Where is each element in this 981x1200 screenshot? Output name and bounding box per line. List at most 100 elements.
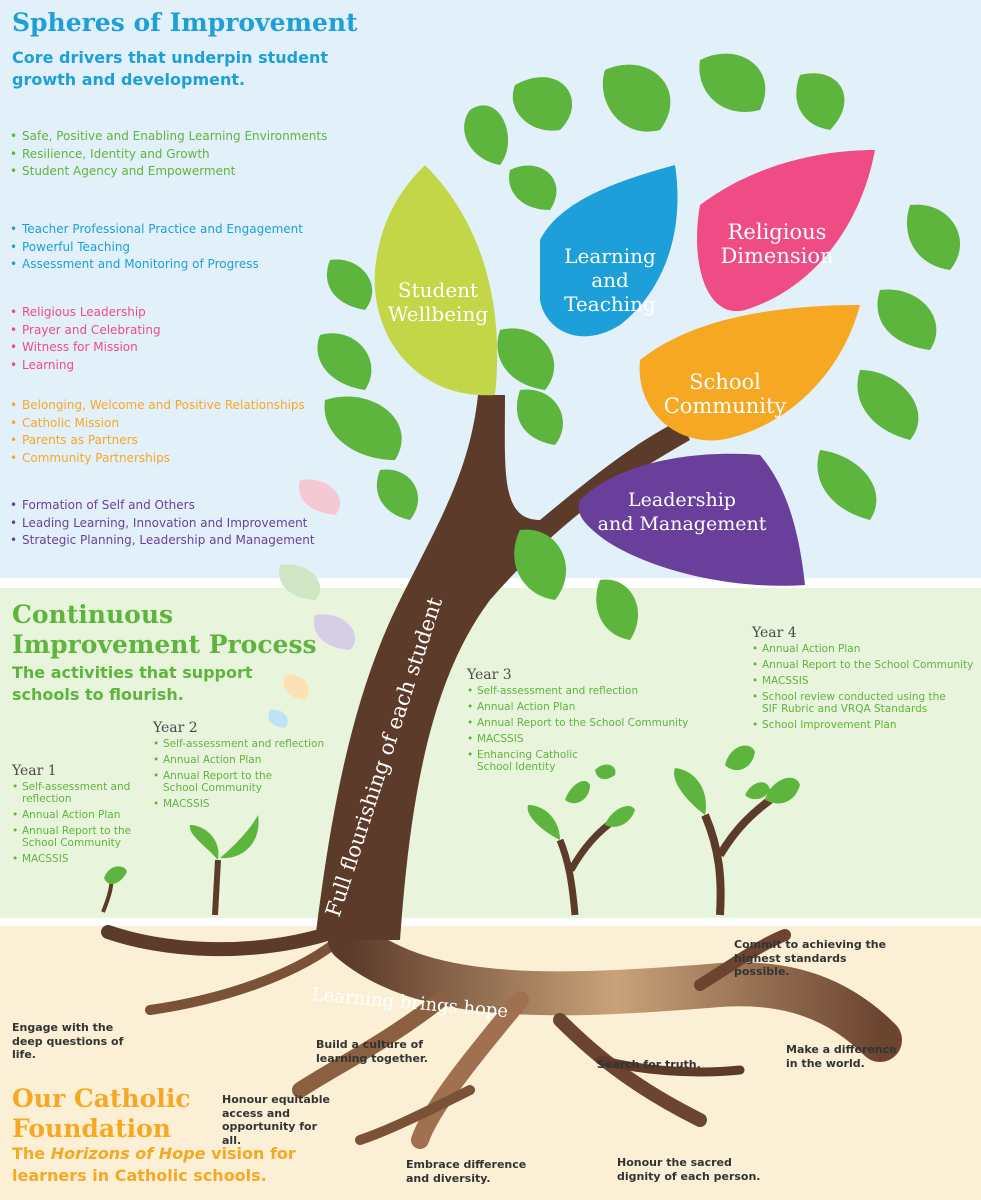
list-item: MACSSIS bbox=[752, 675, 974, 687]
leaf-label-leadership-management: Leadership and Management bbox=[592, 488, 772, 536]
leaf-label-religious-dimension: Religious Dimension bbox=[712, 220, 842, 268]
leaf-label-line: Leadership bbox=[628, 489, 736, 511]
list-item: Annual Action Plan bbox=[153, 754, 338, 766]
list-item: Annual Action Plan bbox=[12, 809, 132, 821]
list-item: Enhancing Catholic School Identity bbox=[467, 749, 602, 773]
sphere-group-religious: Religious Leadership Prayer and Celebrat… bbox=[10, 304, 161, 374]
list-item: Self-assessment and reflection bbox=[467, 685, 697, 697]
sphere-group-wellbeing: Safe, Positive and Enabling Learning Env… bbox=[10, 128, 327, 181]
sphere-group-learning: Teacher Professional Practice and Engage… bbox=[10, 221, 303, 274]
list-item: Resilience, Identity and Growth bbox=[10, 146, 327, 164]
leaf-label-line: Religious bbox=[727, 220, 827, 244]
list-item: Annual Action Plan bbox=[467, 701, 697, 713]
continuous-title-line2: Improvement Process bbox=[12, 630, 317, 659]
leaf-label-line: Dimension bbox=[720, 244, 834, 268]
continuous-title-line1: Continuous bbox=[12, 600, 174, 629]
list-item: Student Agency and Empowerment bbox=[10, 163, 327, 181]
foundation-sub-em: Horizons of Hope bbox=[50, 1144, 206, 1163]
foundation-title-line2: Foundation bbox=[12, 1114, 171, 1143]
list-item: Religious Leadership bbox=[10, 304, 161, 322]
spheres-subtitle-line2: growth and development. bbox=[12, 70, 246, 89]
foundation-sub-pre: The bbox=[12, 1144, 51, 1163]
foundation-title-line1: Our Catholic bbox=[12, 1084, 191, 1113]
list-item: Annual Report to the School Community bbox=[467, 717, 697, 729]
list-item: Belonging, Welcome and Positive Relation… bbox=[10, 397, 305, 415]
root-commit: Commit to achieving the highest standard… bbox=[734, 938, 887, 978]
leaf-label-line: Wellbeing bbox=[387, 302, 489, 326]
year-1-block: Year 1 Self-assessment and reflection An… bbox=[12, 763, 132, 869]
list-item: MACSSIS bbox=[153, 798, 338, 810]
list-item: Leading Learning, Innovation and Improve… bbox=[10, 515, 315, 533]
list-item: Self-assessment and reflection bbox=[153, 738, 338, 750]
list-item: School review conducted using the SIF Ru… bbox=[752, 691, 962, 715]
year-4-label: Year 4 bbox=[752, 625, 797, 641]
year-3-label: Year 3 bbox=[467, 667, 512, 683]
list-item: Annual Report to the School Community bbox=[752, 659, 974, 671]
list-item: Prayer and Celebrating bbox=[10, 322, 161, 340]
list-item: School Improvement Plan bbox=[752, 719, 974, 731]
sapling-year2 bbox=[189, 815, 259, 916]
year-2-block: Year 2 Self-assessment and reflection An… bbox=[153, 720, 338, 814]
continuous-title: Continuous Improvement Process bbox=[12, 600, 317, 660]
list-item: Witness for Mission bbox=[10, 339, 161, 357]
root-build: Build a culture of learning together. bbox=[316, 1038, 428, 1065]
list-item: Annual Report to the School Community bbox=[153, 770, 288, 794]
sapling-year4 bbox=[674, 745, 800, 916]
list-item: Teacher Professional Practice and Engage… bbox=[10, 221, 303, 239]
leaf-label-line: Learning bbox=[564, 244, 656, 268]
foundation-title: Our Catholic Foundation bbox=[12, 1084, 191, 1144]
leaf-label-learning-teaching: Learning and Teaching bbox=[545, 244, 675, 316]
foundation-sub-post: vision for bbox=[205, 1144, 296, 1163]
sphere-group-leadership: Formation of Self and Others Leading Lea… bbox=[10, 497, 315, 550]
list-item: MACSSIS bbox=[467, 733, 697, 745]
list-item: Strategic Planning, Leadership and Manag… bbox=[10, 532, 315, 550]
list-item: Self-assessment and reflection bbox=[12, 781, 132, 805]
continuous-subtitle-line1: The activities that support bbox=[12, 663, 253, 682]
leaf-school-community bbox=[639, 305, 860, 441]
leaf-label-line: Student bbox=[397, 278, 479, 302]
sapling-year3 bbox=[527, 764, 635, 916]
list-item: Catholic Mission bbox=[10, 415, 305, 433]
root-engage: Engage with the deep questions of life. bbox=[12, 1021, 124, 1061]
canopy-leaves bbox=[317, 53, 961, 640]
list-item: Annual Action Plan bbox=[752, 643, 974, 655]
continuous-subtitle-line2: schools to flourish. bbox=[12, 685, 184, 704]
leaf-label-line: Community bbox=[663, 394, 787, 418]
year-1-label: Year 1 bbox=[12, 763, 57, 779]
foundation-subtitle: The Horizons of Hope vision for learners… bbox=[12, 1143, 296, 1187]
sphere-group-community: Belonging, Welcome and Positive Relation… bbox=[10, 397, 305, 467]
foundation-subtitle-line2: learners in Catholic schools. bbox=[12, 1166, 267, 1185]
leaf-leadership-management bbox=[578, 453, 805, 586]
root-search: Search for truth. bbox=[597, 1058, 701, 1071]
leaf-religious-dimension bbox=[697, 150, 875, 312]
spheres-subtitle: Core drivers that underpin student growt… bbox=[12, 47, 328, 91]
list-item: Annual Report to the School Community bbox=[12, 825, 132, 849]
root-embrace: Embrace difference and diversity. bbox=[406, 1158, 527, 1185]
leaf-label-line: and Management bbox=[597, 513, 767, 535]
list-item: Assessment and Monitoring of Progress bbox=[10, 256, 303, 274]
foundation-subtitle-line1: The Horizons of Hope vision for bbox=[12, 1143, 296, 1165]
list-item: Parents as Partners bbox=[10, 432, 305, 450]
leaf-label-line: and Teaching bbox=[564, 268, 656, 316]
leaf-label-student-wellbeing: Student Wellbeing bbox=[383, 278, 493, 326]
list-item: MACSSIS bbox=[12, 853, 132, 865]
spheres-title: Spheres of Improvement bbox=[12, 8, 358, 37]
leaf-label-school-community: School Community bbox=[650, 370, 800, 418]
leaf-student-wellbeing bbox=[374, 165, 498, 396]
continuous-subtitle: The activities that support schools to f… bbox=[12, 662, 253, 706]
tree-trunk bbox=[315, 395, 690, 940]
sapling-year1 bbox=[101, 866, 127, 913]
list-item: Community Partnerships bbox=[10, 450, 305, 468]
list-item: Learning bbox=[10, 357, 161, 375]
root-honour-access: Honour equitable access and opportunity … bbox=[222, 1093, 330, 1147]
list-item: Formation of Self and Others bbox=[10, 497, 315, 515]
leaf-label-line: School bbox=[689, 370, 761, 394]
tree-roots bbox=[101, 918, 902, 1149]
leaf-learning-teaching bbox=[540, 165, 678, 337]
spheres-subtitle-line1: Core drivers that underpin student bbox=[12, 48, 328, 67]
list-item: Safe, Positive and Enabling Learning Env… bbox=[10, 128, 327, 146]
year-4-block: Year 4 Annual Action Plan Annual Report … bbox=[752, 625, 974, 735]
list-item: Powerful Teaching bbox=[10, 239, 303, 257]
root-difference: Make a difference in the world. bbox=[786, 1043, 897, 1070]
